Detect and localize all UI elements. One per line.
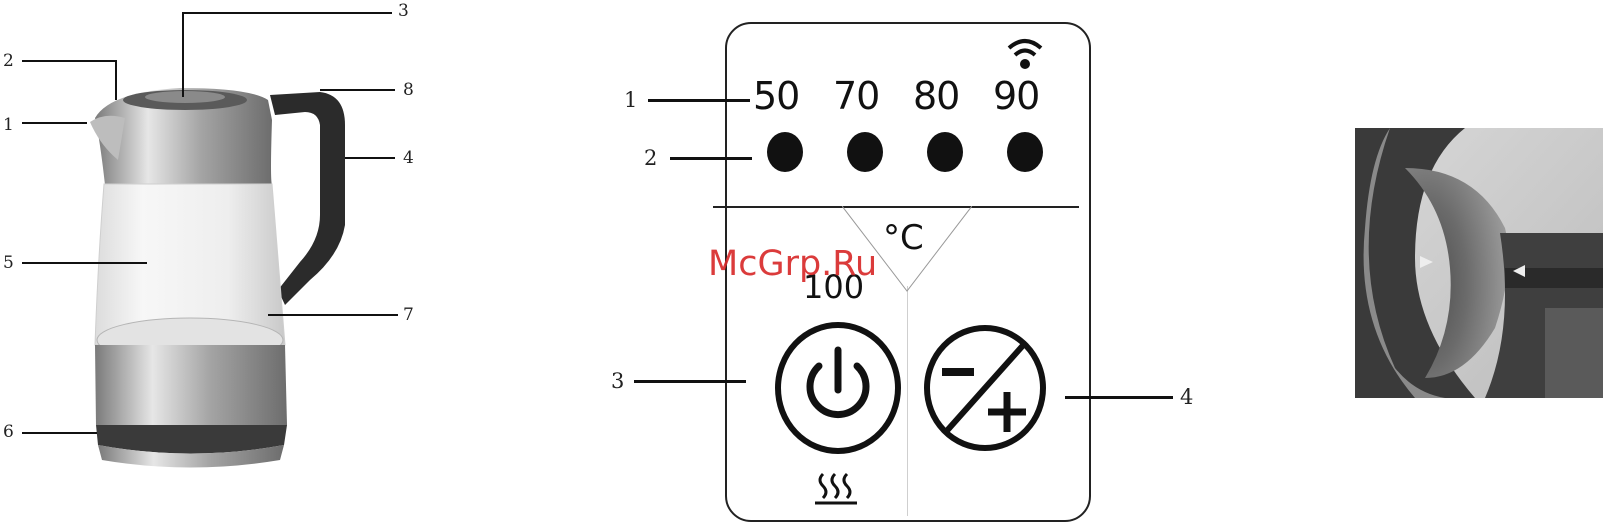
kettle-closeup-photo	[1355, 128, 1603, 398]
heat-waves-icon	[815, 472, 857, 505]
kettle-callout-1: 1	[3, 115, 14, 135]
temp-label-50: 50	[753, 74, 800, 118]
unit-label: °C	[883, 218, 924, 258]
kettle-callout-5: 5	[3, 253, 14, 273]
kettle-callout-4: 4	[403, 148, 414, 168]
power-icon	[806, 362, 870, 418]
kettle-callout-line-7	[268, 314, 398, 316]
temp-label-80: 80	[913, 74, 960, 118]
panel-callout-2: 2	[644, 146, 658, 170]
kettle-callout-line-2-down	[115, 60, 117, 100]
panel-callout-line-4	[1065, 396, 1173, 399]
kettle-callout-3: 3	[398, 1, 409, 21]
kettle-callout-line-3	[182, 12, 184, 97]
boil-temp-label: 100	[803, 268, 865, 306]
kettle-callout-line-3-top	[182, 12, 392, 14]
power-button[interactable]	[773, 320, 903, 460]
adjust-button[interactable]	[922, 322, 1052, 462]
kettle-callout-line-2	[22, 60, 117, 62]
arrow-right-icon	[1420, 256, 1433, 268]
panel-callout-line-1	[648, 99, 750, 102]
slash-line	[941, 340, 1029, 436]
kettle-callout-6: 6	[3, 422, 14, 442]
control-panel	[713, 22, 1091, 522]
kettle-callout-line-5	[22, 262, 147, 264]
panel-callout-3: 3	[611, 369, 625, 393]
panel-callout-4: 4	[1180, 385, 1194, 409]
kettle-callout-line-8	[320, 89, 395, 91]
watermark: McGrp.Ru	[708, 244, 878, 284]
kettle-callout-2: 2	[3, 51, 14, 71]
indicator-light-70	[847, 132, 883, 172]
arrow-left-icon	[1513, 265, 1525, 277]
kettle-callout-7: 7	[403, 305, 414, 325]
temp-label-70: 70	[833, 74, 880, 118]
temp-label-90: 90	[993, 74, 1040, 118]
kettle-illustration	[90, 88, 345, 468]
kettle-callout-line-4	[345, 157, 395, 159]
indicator-light-90	[1007, 132, 1043, 172]
panel-divider-vertical	[907, 286, 908, 516]
kettle-callout-line-1	[22, 122, 87, 124]
kettle-callout-line-6	[22, 432, 97, 434]
wifi-icon	[1007, 39, 1043, 69]
panel-callout-line-3	[634, 380, 746, 383]
indicator-light-50	[767, 132, 803, 172]
unit-triangle	[842, 206, 972, 292]
indicator-light-80	[927, 132, 963, 172]
kettle-callout-8: 8	[403, 80, 414, 100]
panel-callout-1: 1	[624, 88, 638, 112]
panel-divider-horizontal	[713, 206, 1079, 208]
panel-callout-line-2	[670, 157, 752, 160]
